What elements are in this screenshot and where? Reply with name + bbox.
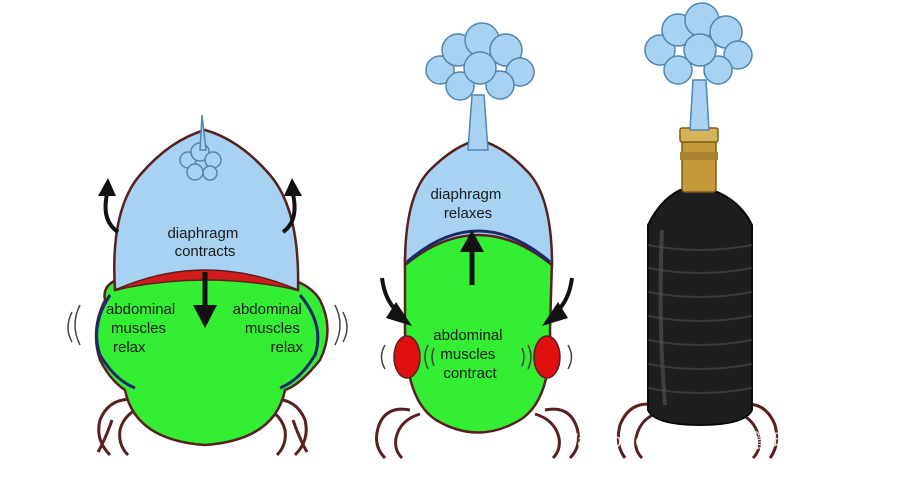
diaphragm-contracts-label: diaphragm contracts <box>167 225 242 260</box>
panel-exhale: diaphragm relaxes abdominal muscles cont… <box>375 22 580 460</box>
inner-motion-marks <box>380 344 573 370</box>
bottle-air-puff <box>644 2 753 131</box>
abdominal-contract-label: abdominal muscles contract <box>433 327 506 382</box>
diaphragm-contracts-line1: diaphragm <box>167 225 238 242</box>
diaphragm-down-arrowhead <box>193 305 217 328</box>
left-motion-marks <box>67 304 81 346</box>
left-expand-arrow <box>103 189 120 234</box>
left-abdominal-relax-label: abdominal muscles relax <box>106 301 179 356</box>
abdominal-contract-line3: contract <box>443 365 497 382</box>
bottle-nozzle-band <box>680 152 718 160</box>
bottle-nozzle <box>681 139 717 193</box>
left-abdominal-line3: relax <box>113 339 146 356</box>
lung-space-2 <box>403 138 554 268</box>
left-contracted-muscle <box>393 335 421 379</box>
right-contracted-muscle <box>533 335 561 379</box>
abdominal-contract-line2: muscles <box>440 346 495 363</box>
watermark: WalkToHealth运动健康管理中心 <box>520 430 829 456</box>
left-abdominal-line2: muscles <box>111 320 166 337</box>
wechat-icon <box>520 430 556 456</box>
right-squeeze-arrowhead <box>542 302 568 326</box>
right-abdominal-wall <box>279 294 320 390</box>
left-abdominal-wall <box>95 294 136 390</box>
air-puff-large <box>425 22 535 151</box>
bottle-highlight <box>658 229 667 406</box>
abdominal-contract-line1: abdominal <box>433 327 502 344</box>
right-expand-arrowhead <box>284 178 302 196</box>
left-abdominal-line1: abdominal <box>106 301 175 318</box>
diaphragm-relaxed <box>406 229 551 264</box>
diaphragm-relaxes-label: diaphragm relaxes <box>430 186 505 222</box>
right-leg-illustration-2 <box>534 407 580 460</box>
bottle-left-leg <box>616 402 661 460</box>
right-abdominal-line1: abdominal <box>233 301 302 318</box>
diaphragm-relaxes-line2: relaxes <box>444 205 492 222</box>
right-motion-marks <box>334 304 348 346</box>
panel-bottle-analogy <box>616 2 779 460</box>
diaphragm-up-arrowhead <box>460 230 484 252</box>
left-leg-illustration-2 <box>375 407 421 460</box>
diaphragm-contracts-line2: contracts <box>175 243 236 260</box>
right-abdominal-relax-label: abdominal muscles relax <box>233 301 306 356</box>
diaphragm-relaxes-line1: diaphragm <box>430 186 501 203</box>
panel-inhale: diaphragm contracts abdominal muscles re… <box>67 114 348 457</box>
right-abdominal-line2: muscles <box>245 320 300 337</box>
left-expand-arrowhead <box>98 178 116 196</box>
watermark-text: WalkToHealth运动健康管理中心 <box>560 430 829 452</box>
air-puff-small <box>179 114 222 181</box>
left-squeeze-arrowhead <box>386 302 412 326</box>
right-abdominal-line3: relax <box>270 339 303 356</box>
